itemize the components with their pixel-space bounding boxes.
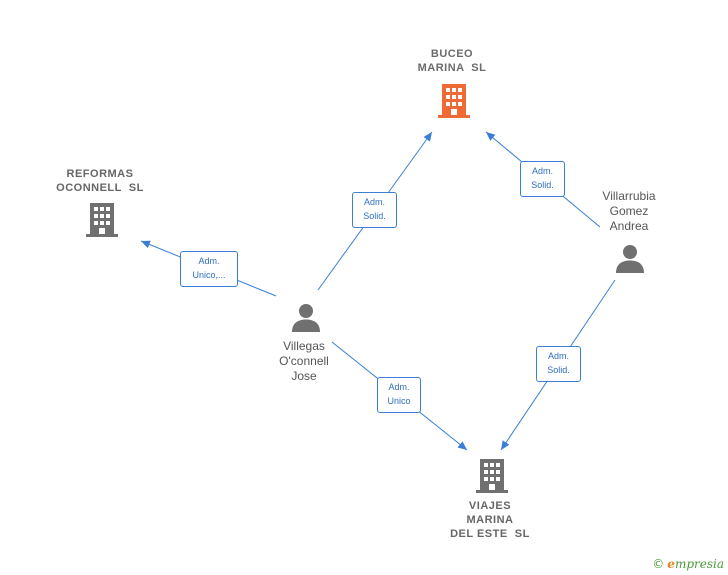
person-label: Villegas O'connell Jose bbox=[279, 339, 329, 383]
brand-name: mpresia bbox=[674, 557, 724, 571]
building-icon bbox=[476, 459, 508, 493]
relation-label[interactable]: Adm. Solid. bbox=[520, 161, 565, 197]
person-node-villarrubia[interactable]: Villarrubia Gomez Andrea bbox=[586, 189, 672, 234]
company-node-buceo[interactable]: BUCEO MARINA SL bbox=[404, 47, 500, 75]
person-icon bbox=[616, 245, 644, 273]
building-icon bbox=[86, 203, 118, 237]
company-label: VIAJES MARINA DEL ESTE SL bbox=[450, 500, 530, 540]
brand-initial: e bbox=[667, 557, 675, 571]
company-label: BUCEO MARINA SL bbox=[417, 48, 487, 74]
company-node-viajes[interactable]: VIAJES MARINA DEL ESTE SL bbox=[440, 499, 540, 541]
relation-label[interactable]: Adm. Solid. bbox=[352, 192, 397, 228]
copyright-symbol: © bbox=[652, 557, 665, 571]
relation-label[interactable]: Adm. Unico,... bbox=[180, 251, 238, 287]
person-node-villegas[interactable]: Villegas O'connell Jose bbox=[262, 339, 346, 384]
company-label: REFORMAS OCONNELL SL bbox=[56, 168, 144, 194]
relation-label[interactable]: Adm. Solid. bbox=[536, 346, 581, 382]
person-icon bbox=[292, 304, 320, 332]
building-icon bbox=[438, 84, 470, 118]
person-label: Villarrubia Gomez Andrea bbox=[602, 189, 656, 233]
relation-label[interactable]: Adm. Unico bbox=[377, 377, 421, 413]
company-node-reformas[interactable]: REFORMAS OCONNELL SL bbox=[48, 167, 152, 195]
brand-logo: ©empresia bbox=[652, 557, 724, 571]
